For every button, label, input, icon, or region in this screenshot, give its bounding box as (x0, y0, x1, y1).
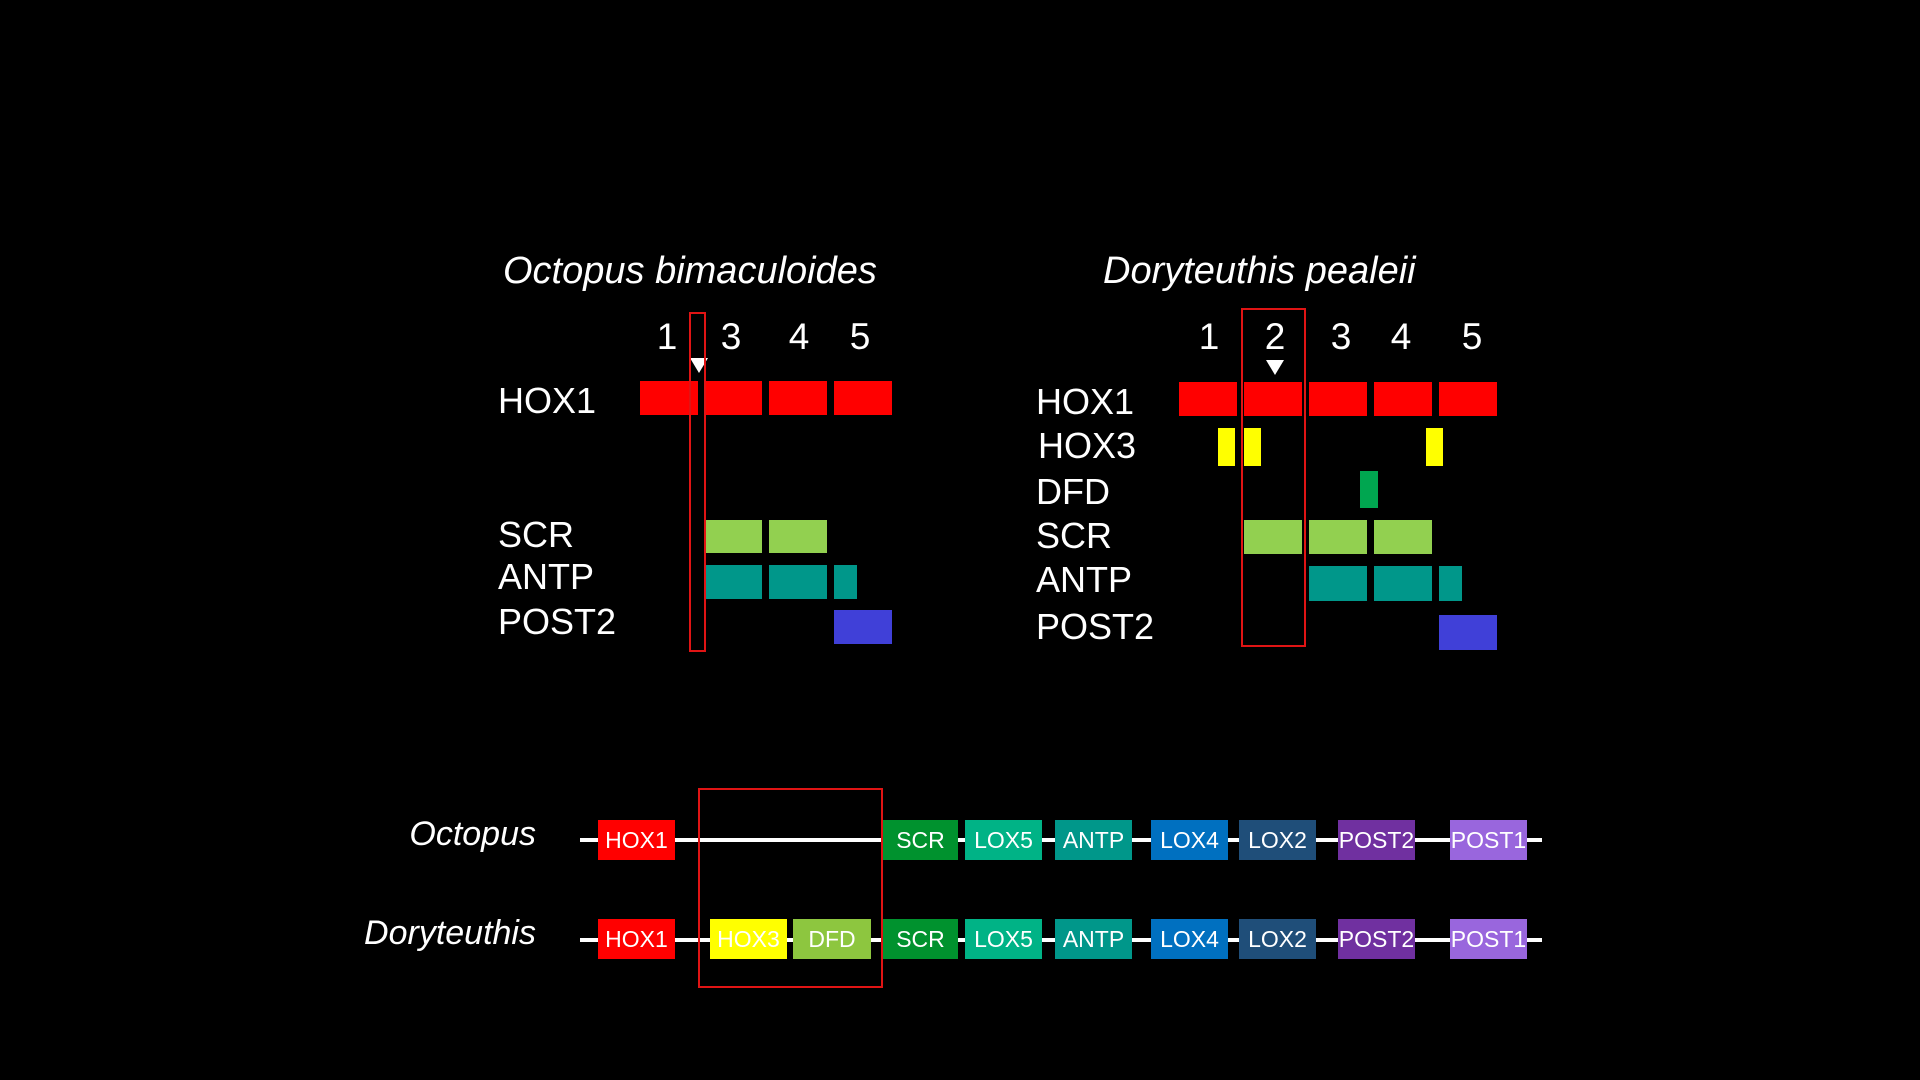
doryteuthis-gene-lox2: LOX2 (1239, 919, 1316, 959)
doryteuthis-gene-antp: ANTP (1055, 919, 1132, 959)
octopus-antp-block (834, 565, 857, 599)
doryteuthis-row-label: SCR (1036, 515, 1113, 556)
doryteuthis-col-label: 2 (1264, 316, 1286, 357)
octopus-hox1-block (705, 381, 762, 415)
octopus-hox1-block (640, 381, 698, 415)
octopus-highlight-frame (689, 312, 706, 652)
doryteuthis-post2-block (1439, 615, 1497, 650)
cluster-highlight-frame (698, 788, 883, 988)
doryteuthis-row-label: ANTP (1036, 559, 1133, 600)
octopus-post2-block (834, 610, 892, 644)
octopus-gene-scr: SCR (883, 820, 958, 860)
octopus-hox1-block (834, 381, 892, 415)
doryteuthis-panel-title: Doryteuthis pealeii (1103, 250, 1416, 292)
doryteuthis-row-label: POST2 (1036, 606, 1155, 647)
doryteuthis-highlight-frame (1241, 308, 1306, 647)
octopus-col-label: 5 (849, 316, 871, 357)
octopus-row-label: SCR (498, 514, 575, 555)
doryteuthis-hox3-block (1426, 428, 1443, 466)
octopus-antp-block (705, 565, 762, 599)
doryteuthis-row-label: HOX3 (1038, 425, 1137, 466)
octopus-scr-block (705, 520, 762, 553)
octopus-gene-post1: POST1 (1450, 820, 1527, 860)
doryteuthis-col-label: 5 (1461, 316, 1483, 357)
doryteuthis-hox3-block (1218, 428, 1235, 466)
octopus-row-label: ANTP (498, 556, 595, 597)
doryteuthis-row-label: HOX1 (1036, 381, 1135, 422)
octopus-antp-block (769, 565, 827, 599)
doryteuthis-hox3-block (1244, 428, 1261, 466)
doryteuthis-cluster-label: Doryteuthis (364, 914, 536, 952)
doryteuthis-gene-hox1: HOX1 (598, 919, 675, 959)
octopus-col-label: 1 (656, 316, 678, 357)
doryteuthis-gene-scr: SCR (883, 919, 958, 959)
doryteuthis-scr-block (1374, 520, 1432, 554)
doryteuthis-dfd-block (1360, 471, 1378, 508)
doryteuthis-hox1-block (1244, 382, 1302, 416)
doryteuthis-gene-hox3: HOX3 (710, 919, 787, 959)
doryteuthis-hox1-block (1179, 382, 1237, 416)
doryteuthis-col-label: 3 (1330, 316, 1352, 357)
insertion-arrow-icon (1266, 360, 1284, 375)
doryteuthis-col-label: 1 (1198, 316, 1220, 357)
octopus-gene-hox1: HOX1 (598, 820, 675, 860)
insertion-arrow-icon (690, 358, 708, 373)
doryteuthis-row-label: DFD (1036, 471, 1110, 512)
octopus-gene-lox2: LOX2 (1239, 820, 1316, 860)
octopus-scr-block (769, 520, 827, 553)
doryteuthis-antp-block (1309, 566, 1367, 601)
doryteuthis-hox1-block (1374, 382, 1432, 416)
doryteuthis-gene-lox4: LOX4 (1151, 919, 1228, 959)
octopus-cluster-label: Octopus (409, 815, 536, 853)
doryteuthis-gene-post1: POST1 (1450, 919, 1527, 959)
octopus-gene-post2: POST2 (1338, 820, 1415, 860)
doryteuthis-scr-block (1244, 520, 1302, 554)
octopus-gene-lox5: LOX5 (965, 820, 1042, 860)
doryteuthis-scr-block (1309, 520, 1367, 554)
doryteuthis-hox1-block (1439, 382, 1497, 416)
doryteuthis-hox1-block (1309, 382, 1367, 416)
octopus-row-label: POST2 (498, 601, 617, 642)
octopus-row-label: HOX1 (498, 380, 597, 421)
octopus-col-label: 4 (788, 316, 810, 357)
octopus-hox1-block (769, 381, 827, 415)
doryteuthis-antp-block (1439, 566, 1462, 601)
doryteuthis-antp-block (1374, 566, 1432, 601)
doryteuthis-gene-post2: POST2 (1338, 919, 1415, 959)
octopus-panel-title: Octopus bimaculoides (503, 250, 877, 292)
octopus-col-label: 3 (720, 316, 742, 357)
octopus-gene-antp: ANTP (1055, 820, 1132, 860)
doryteuthis-col-label: 4 (1390, 316, 1412, 357)
octopus-gene-lox4: LOX4 (1151, 820, 1228, 860)
doryteuthis-gene-lox5: LOX5 (965, 919, 1042, 959)
doryteuthis-gene-dfd: DFD (793, 919, 871, 959)
